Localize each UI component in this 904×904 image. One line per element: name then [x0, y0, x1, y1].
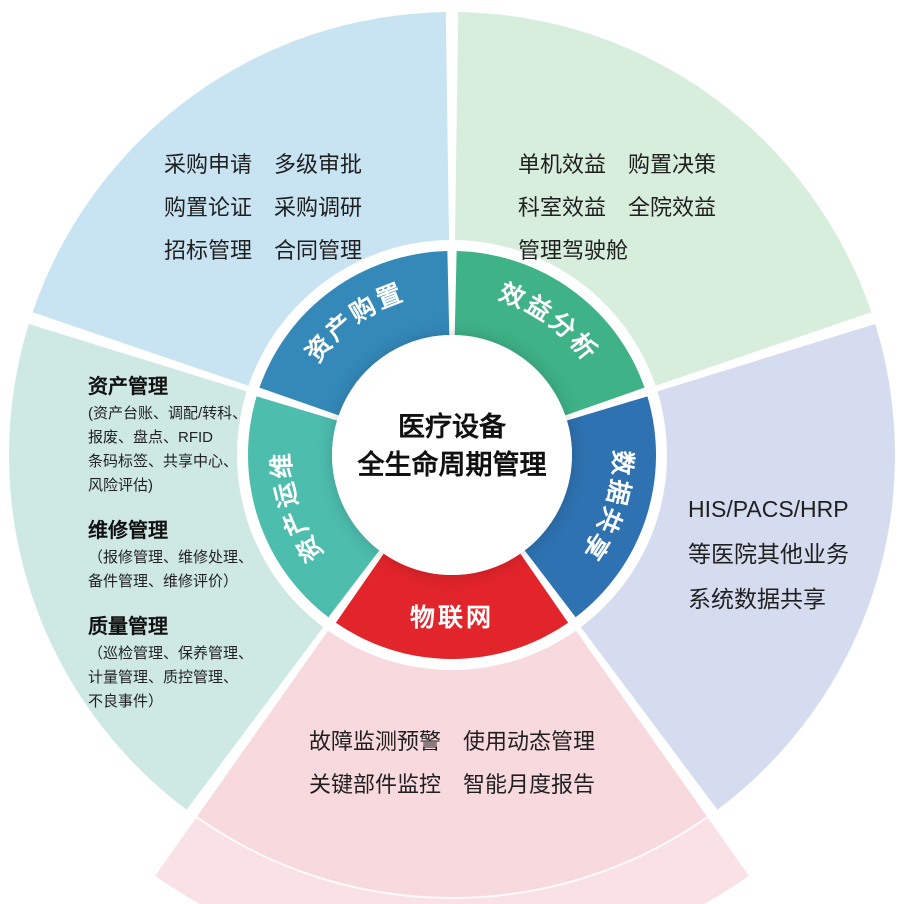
iot-content: 故障监测预警 使用动态管理 关键部件监控 智能月度报告 — [270, 720, 634, 806]
ops-group-line: (资产台账、调配/转科、 — [88, 405, 248, 422]
sector-benefit-analysis — [455, 12, 872, 386]
ops-group-line: 备件管理、维修评价） — [88, 573, 239, 590]
ops-group-line: 条码标签、共享中心、 — [88, 453, 239, 470]
content-line: 等医院其他业务 — [688, 541, 849, 567]
content-line: 系统数据共享 — [688, 586, 826, 612]
ring-label-iot: 物联网 — [410, 604, 494, 632]
diagram-title-line1: 医疗设备 — [398, 412, 506, 442]
center-circle — [332, 335, 572, 575]
content-line: 单机效益 购置决策 — [518, 152, 717, 177]
circle-edge-arc — [196, 816, 708, 900]
ops-group-quality-management: 质量管理 （巡检管理、保养管理、 计量管理、质控管理、 不良事件） — [88, 612, 298, 714]
diagram-title-line2: 全生命周期管理 — [357, 450, 547, 480]
ops-group-line: 报废、盘点、RFID — [88, 429, 213, 446]
content-line: 招标管理 合同管理 — [163, 238, 362, 263]
sector-iot-overflow — [155, 817, 749, 904]
content-line: 关键部件监控 智能月度报告 — [308, 772, 595, 797]
diagram-title: 医疗设备 全生命周期管理 — [312, 408, 592, 484]
content-line: 采购申请 多级审批 — [163, 152, 362, 177]
content-line: HIS/PACS/HRP — [688, 496, 849, 522]
ring-iot — [335, 553, 569, 660]
ring-data-sharing — [524, 396, 657, 618]
benefit-analysis-content: 单机效益 购置决策 科室效益 全院效益 管理驾驶舱 — [518, 143, 768, 272]
content-line: 管理驾驶舱 — [518, 238, 629, 263]
ring-asset-operations — [247, 396, 380, 618]
ring-asset-purchase — [259, 251, 450, 416]
content-line: 科室效益 全院效益 — [518, 195, 717, 220]
ops-group-line: （巡检管理、保养管理、 — [88, 645, 254, 662]
ring-benefit-analysis — [454, 251, 645, 416]
content-line: 故障监测预警 使用动态管理 — [308, 729, 595, 754]
asset-purchase-content: 采购申请 多级审批 购置论证 采购调研 招标管理 合同管理 — [148, 143, 378, 272]
ops-group-line: 风险评估) — [88, 477, 153, 494]
ops-group-line: 计量管理、质控管理、 — [88, 669, 239, 686]
ops-group-line: 不良事件） — [88, 693, 164, 710]
ring-segments — [247, 251, 657, 660]
data-sharing-content: HIS/PACS/HRP 等医院其他业务 系统数据共享 — [688, 487, 898, 622]
ops-group-repair-management: 维修管理 （报修管理、维修处理、 备件管理、维修评价） — [88, 516, 298, 594]
sector-asset-purchase — [32, 12, 449, 386]
ops-group-asset-management: 资产管理 (资产台账、调配/转科、 报废、盘点、RFID 条码标签、共享中心、 … — [88, 372, 298, 498]
sector-data-sharing — [580, 324, 896, 810]
ops-group-title: 质量管理 — [88, 616, 168, 638]
ops-group-title: 维修管理 — [88, 520, 168, 542]
ops-group-line: （报修管理、维修处理、 — [88, 549, 254, 566]
sector-asset-operations — [8, 324, 324, 810]
outer-sectors — [8, 12, 896, 904]
content-line: 购置论证 采购调研 — [163, 195, 362, 220]
sector-iot — [196, 630, 708, 899]
asset-operations-content: 资产管理 (资产台账、调配/转科、 报废、盘点、RFID 条码标签、共享中心、 … — [88, 372, 298, 732]
ops-group-title: 资产管理 — [88, 376, 168, 398]
